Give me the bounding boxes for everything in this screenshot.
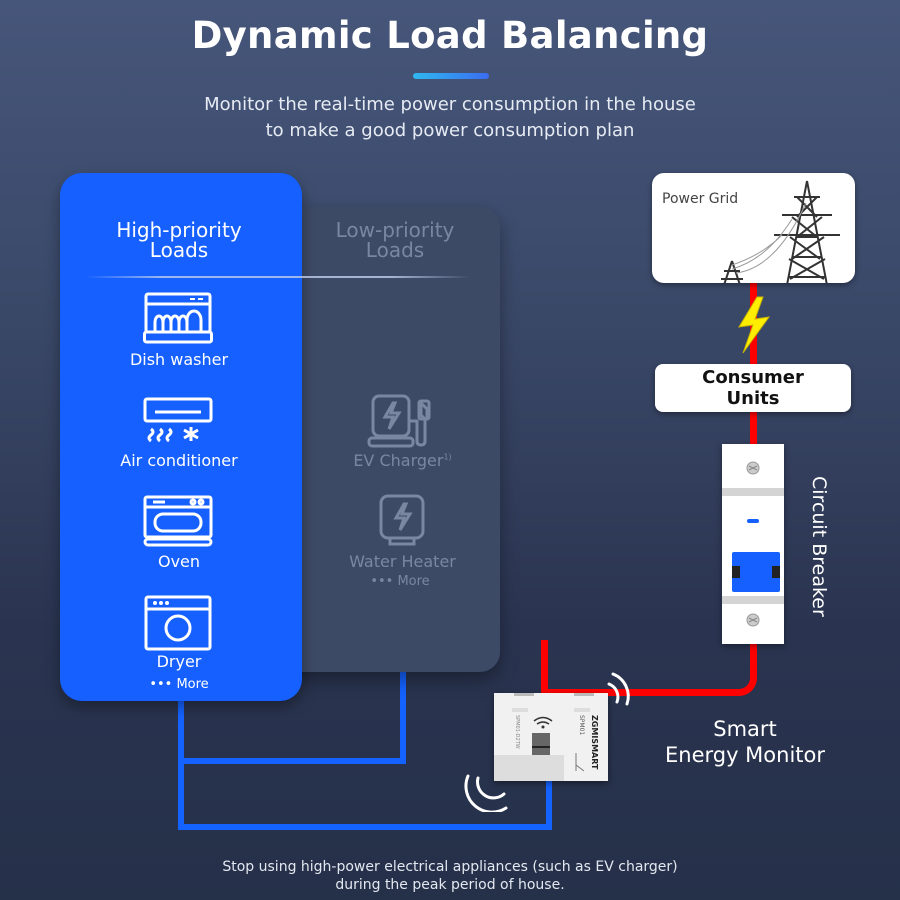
consumer-units-card: Consumer Units	[655, 364, 851, 412]
high-priority-heading: High-priority Loads	[116, 218, 242, 262]
live-wire-breaker-to-monitor	[541, 640, 757, 696]
circuit-breaker-label: Circuit Breaker	[808, 476, 830, 617]
item-air-conditioner: Air conditioner	[120, 451, 238, 470]
high-priority-panel	[60, 173, 302, 701]
high-priority-more-link[interactable]: ••• More	[149, 677, 209, 692]
monitor-variant-text: SPM01-D2TW	[514, 715, 520, 749]
smart-energy-monitor-label: Smart Energy Monitor	[664, 717, 826, 767]
live-wire-consumer-to-breaker	[750, 412, 757, 446]
wireless-signal-icon	[607, 672, 630, 706]
air-conditioner-icon	[143, 397, 213, 443]
heading-divider	[85, 276, 470, 278]
item-dish-washer: Dish washer	[129, 350, 229, 369]
oven-icon	[143, 495, 213, 547]
transmission-tower-icon	[721, 180, 840, 283]
wireless-signal-icon	[464, 774, 508, 812]
power-grid-label: Power Grid	[662, 191, 739, 207]
water-heater-icon	[379, 494, 425, 546]
power-grid-card: Power Grid	[652, 173, 855, 283]
item-oven: Oven	[157, 552, 201, 571]
title-underline	[413, 73, 489, 79]
footer-note: Stop using high-power electrical applian…	[222, 859, 678, 893]
dryer-icon	[144, 595, 212, 651]
smart-energy-monitor-device: ZGMISMART SPM01 SPM01-D2TW	[494, 693, 608, 781]
item-water-heater: Water Heater	[349, 552, 456, 571]
circuit-breaker-device	[722, 444, 784, 644]
page-title: Dynamic Load Balancing	[191, 14, 709, 57]
item-dryer: Dryer	[156, 652, 202, 671]
monitor-model-text: SPM01	[578, 715, 585, 735]
low-priority-more-link[interactable]: ••• More	[370, 574, 430, 589]
subtitle-line-1: Monitor the real-time power consumption …	[204, 94, 696, 115]
live-wire-cover	[548, 640, 750, 657]
low-priority-heading: Low-priority Loads	[335, 218, 455, 262]
ev-charger-icon	[367, 394, 431, 448]
subtitle: Monitor the real-time power consumption …	[0, 92, 900, 144]
item-ev-charger: EV Charger1)	[353, 451, 452, 470]
circuit-breaker-graphic	[722, 461, 784, 627]
dishwasher-icon	[143, 292, 213, 344]
energy-monitor-graphic: ZGMISMART SPM01 SPM01-D2TW	[494, 693, 608, 781]
monitor-brand-text: ZGMISMART	[590, 715, 599, 770]
subtitle-line-2: to make a good power consumption plan	[265, 120, 635, 141]
lightning-bolt-icon	[738, 296, 771, 354]
